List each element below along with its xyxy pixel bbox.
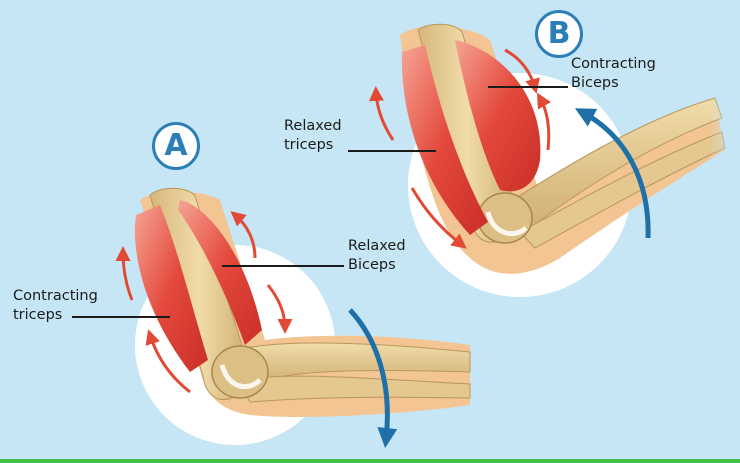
- panel-b-lower-line2: triceps: [284, 137, 334, 153]
- panel-b-contracting-biceps-label: Contracting Biceps: [571, 55, 656, 93]
- panel-a-lower-line1: Contracting: [13, 288, 98, 304]
- panel-a-relaxed-biceps-label: Relaxed Biceps: [348, 237, 406, 275]
- panel-a-arrow-down: [266, 284, 293, 334]
- panel-a-elbow-joint: [211, 345, 269, 399]
- panel-a-contracting-triceps-label: Contracting triceps: [13, 287, 98, 325]
- panel-a-arrow-up: [230, 211, 257, 259]
- panel-a-arrow-tri-up: [115, 246, 134, 301]
- panel-a-lower-line2: triceps: [13, 307, 63, 323]
- panel-a-figure: [115, 187, 471, 448]
- panel-b-triceps: [401, 45, 488, 235]
- panel-a-biceps-leader: [222, 265, 344, 267]
- panel-b-badge: B: [535, 10, 583, 58]
- panel-b-figure: [369, 23, 740, 297]
- bottom-stripe: [0, 459, 740, 463]
- panel-b-relaxed-triceps-label: Relaxed triceps: [284, 117, 342, 155]
- panel-b-biceps-leader: [488, 86, 568, 88]
- panel-b-arrow-bi-down: [504, 48, 540, 94]
- panel-a-triceps-leader: [72, 316, 170, 318]
- panel-a-badge: A: [152, 122, 200, 170]
- panel-a-upper-line1: Relaxed: [348, 238, 406, 254]
- panel-b-arrow-bi-up: [537, 92, 551, 151]
- panel-b-upper-line1: Contracting: [571, 56, 656, 72]
- panel-b-arrow-tri-up: [369, 86, 395, 141]
- panel-a-blue-arrow: [348, 308, 398, 448]
- panel-a-triceps: [134, 205, 208, 372]
- panel-a-forearm-bone-2: [237, 375, 471, 403]
- panel-a-biceps: [178, 200, 262, 345]
- panel-b-biceps: [455, 40, 541, 192]
- panel-b-arrow-tri-down: [410, 187, 467, 249]
- panel-a-upper-line2: Biceps: [348, 257, 396, 273]
- panel-b-lower-line1: Relaxed: [284, 118, 342, 134]
- panel-b-elbow-joint: [477, 192, 533, 244]
- panel-a-arrow-tri-down: [145, 329, 191, 394]
- panel-b-triceps-leader: [348, 150, 436, 152]
- panel-b-upper-line2: Biceps: [571, 75, 619, 91]
- panel-b-blue-arrow: [574, 108, 651, 239]
